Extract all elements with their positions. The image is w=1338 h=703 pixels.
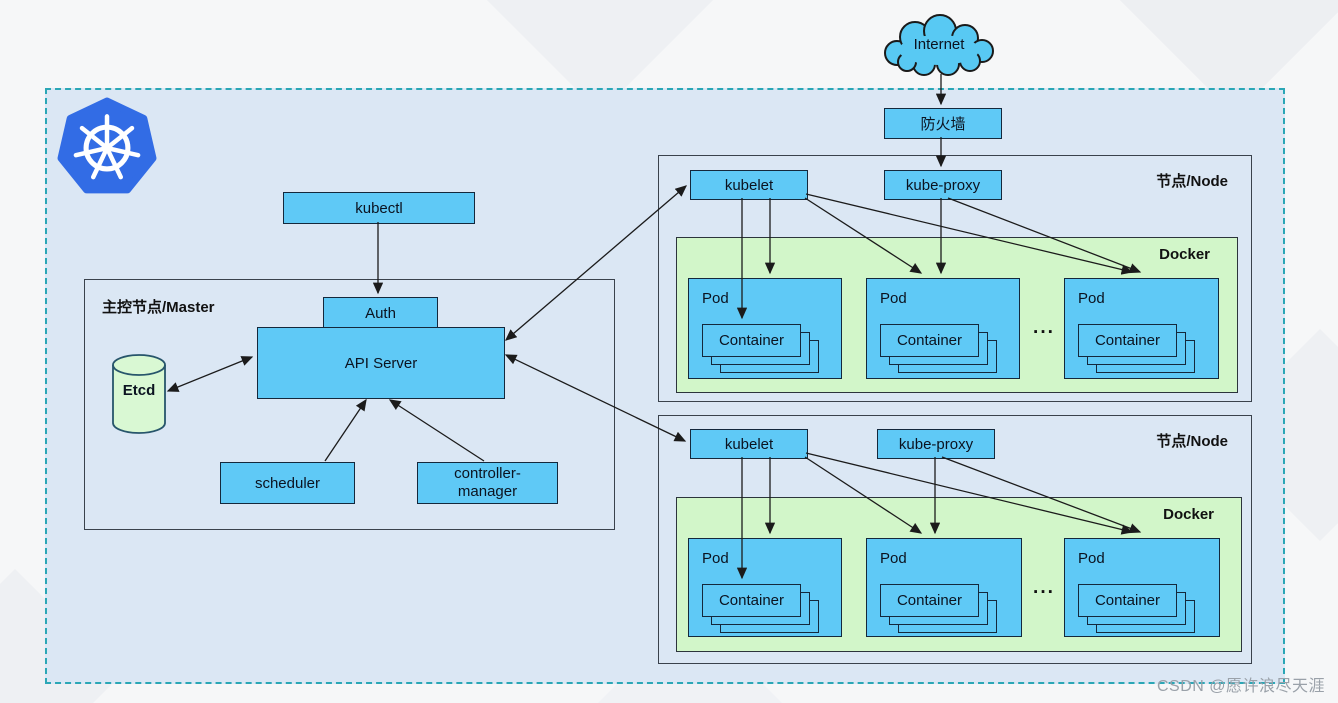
controller-manager-line2: manager bbox=[457, 483, 518, 500]
watermark: CSDN @愿许浪尽天涯 bbox=[1156, 678, 1325, 695]
etcd-label: Etcd bbox=[122, 382, 156, 399]
pod-label: Pod bbox=[1078, 290, 1105, 307]
pod-label: Pod bbox=[880, 290, 907, 307]
node1-title: 节点/Node bbox=[1156, 173, 1228, 190]
node2-kube-proxy-box: kube-proxy bbox=[877, 429, 995, 459]
node1-kubelet-box: kubelet bbox=[690, 170, 808, 200]
controller-manager-box: controller- manager bbox=[417, 462, 558, 504]
kubectl-box: kubectl bbox=[283, 192, 475, 224]
node1-pod3: Pod Container bbox=[1064, 278, 1219, 379]
pod-label: Pod bbox=[702, 290, 729, 307]
pods-ellipsis: ··· bbox=[1033, 322, 1055, 343]
node2-frame bbox=[658, 415, 1252, 664]
firewall-box: 防火墙 bbox=[884, 108, 1002, 139]
node1-pod1: Pod Container bbox=[688, 278, 842, 379]
node2-title: 节点/Node bbox=[1156, 433, 1228, 450]
auth-box: Auth bbox=[323, 297, 438, 329]
node1-docker-label: Docker bbox=[1159, 246, 1210, 263]
container-box: Container bbox=[1078, 584, 1177, 617]
pod-label: Pod bbox=[880, 550, 907, 567]
api-server-box: API Server bbox=[257, 327, 505, 399]
container-box: Container bbox=[880, 324, 979, 357]
pod-label: Pod bbox=[1078, 550, 1105, 567]
node2-pod3: Pod Container bbox=[1064, 538, 1220, 637]
pod-label: Pod bbox=[702, 550, 729, 567]
node2-kubelet-box: kubelet bbox=[690, 429, 808, 459]
node2-docker-label: Docker bbox=[1163, 506, 1214, 523]
internet-cloud-icon bbox=[884, 14, 994, 76]
controller-manager-line1: controller- bbox=[454, 465, 521, 482]
kubernetes-logo-icon bbox=[57, 97, 157, 194]
container-box: Container bbox=[1078, 324, 1177, 357]
scheduler-box: scheduler bbox=[220, 462, 355, 504]
node1-kube-proxy-box: kube-proxy bbox=[884, 170, 1002, 200]
node2-pod2: Pod Container bbox=[866, 538, 1022, 637]
container-box: Container bbox=[702, 324, 801, 357]
node2-pod1: Pod Container bbox=[688, 538, 842, 637]
master-title: 主控节点/Master bbox=[102, 299, 215, 316]
container-box: Container bbox=[702, 584, 801, 617]
container-box: Container bbox=[880, 584, 979, 617]
internet-label: Internet bbox=[913, 36, 965, 53]
etcd-cylinder-icon bbox=[112, 354, 166, 434]
node1-pod2: Pod Container bbox=[866, 278, 1020, 379]
pods-ellipsis: ··· bbox=[1033, 582, 1055, 603]
